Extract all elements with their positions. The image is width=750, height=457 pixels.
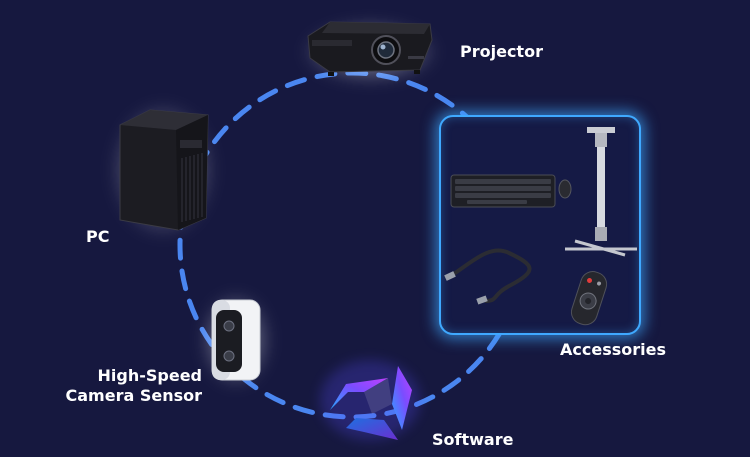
keyboard-icon <box>450 174 556 208</box>
projector-label: Projector <box>460 42 543 61</box>
software-label: Software <box>432 430 514 449</box>
accessories-label: Accessories <box>560 340 666 359</box>
accessories-panel <box>439 115 641 335</box>
camera-sensor-label-line2: Camera Sensor <box>65 386 203 405</box>
camera-sensor-label: High-Speed Camera Sensor <box>50 366 203 406</box>
remote-control-icon <box>570 271 608 326</box>
ceiling-mount-icon <box>565 127 637 257</box>
projector-icon <box>300 18 440 86</box>
software-logo-icon <box>320 360 420 440</box>
mouse-icon <box>558 179 572 199</box>
accessories-items <box>444 127 637 326</box>
camera-sensor-icon <box>198 290 274 390</box>
camera-sensor-label-line1: High-Speed <box>97 366 203 385</box>
usb-cable-icon <box>444 248 532 305</box>
pc-tower-icon <box>108 100 218 240</box>
pc-label: PC <box>86 227 110 246</box>
